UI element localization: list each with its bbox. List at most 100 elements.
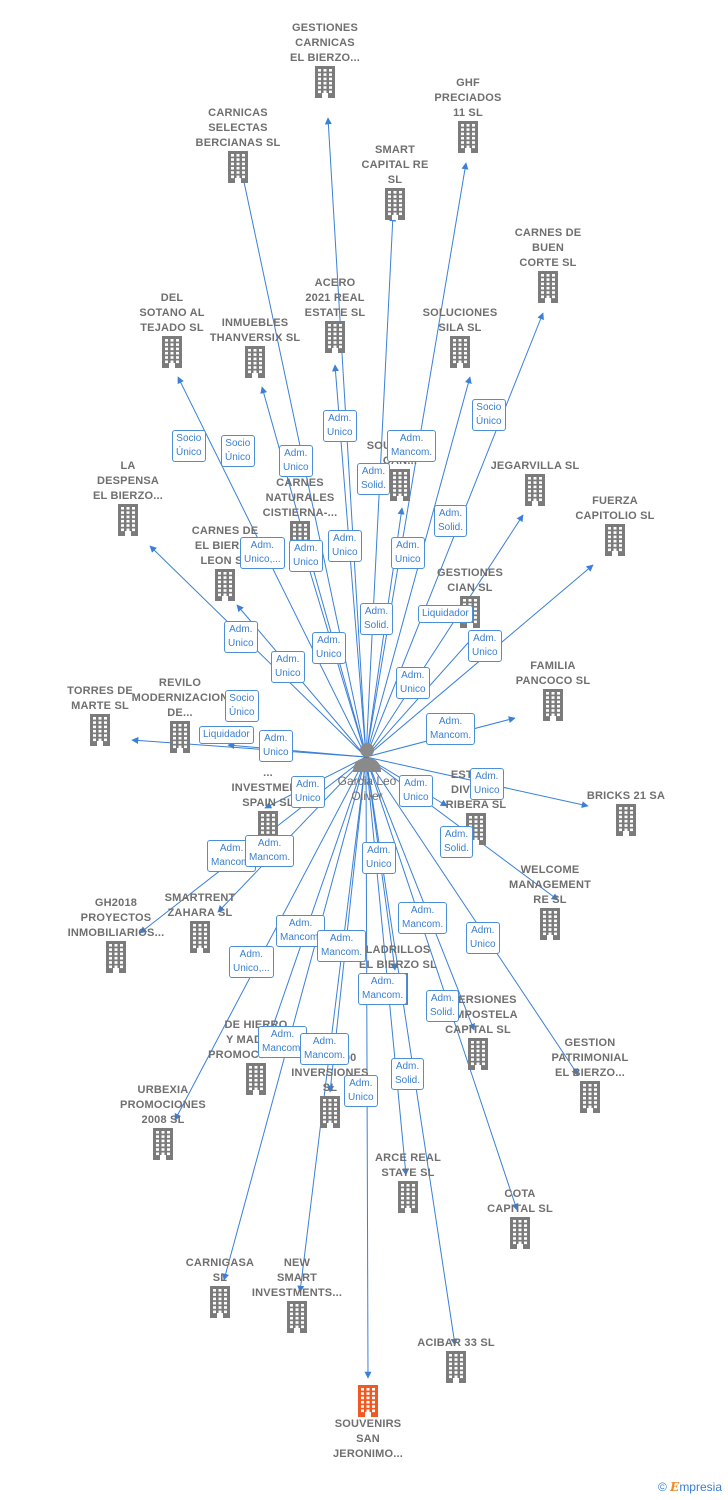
company-node-carnes-naturales[interactable]: CARNES NATURALES CISTIERNA-...	[245, 476, 355, 553]
company-node-acibar-33[interactable]: ACIBAR 33 SL	[401, 1336, 511, 1383]
role-badge[interactable]: Adm. Unico	[259, 730, 293, 762]
role-badge[interactable]: Socio Único	[225, 690, 259, 722]
company-label: CARNIGASA SL	[185, 1257, 255, 1284]
role-badge[interactable]: Adm. Unico	[399, 775, 433, 807]
company-label: FUERZA CAPITOLIO SL	[575, 495, 655, 522]
company-node-welcome-management[interactable]: WELCOME MANAGEMENT RE SL	[495, 863, 605, 940]
company-label: BRICKS 21 SA	[586, 790, 666, 802]
company-node-smart-capital[interactable]: SMART CAPITAL RE SL	[340, 143, 450, 220]
company-label: INMUEBLES THANVERSIX SL	[209, 317, 301, 344]
company-label: GHF PRECIADOS 11 SL	[434, 77, 502, 119]
brand-footer[interactable]: © Empresia	[658, 1480, 722, 1494]
building-icon	[398, 1181, 418, 1213]
role-badge[interactable]: Adm. Unico	[466, 922, 500, 954]
role-badge[interactable]: Adm. Unico	[312, 632, 346, 664]
role-badge[interactable]: Adm. Unico	[271, 651, 305, 683]
role-badge[interactable]: Adm. Mancom.	[258, 1026, 308, 1058]
company-label: LADRILLOS EL BIERZO SL	[359, 944, 437, 971]
role-badge[interactable]: Adm. Mancom.	[398, 902, 448, 934]
role-badge[interactable]: Adm. Solid.	[360, 603, 394, 635]
role-badge[interactable]: Adm. Solid.	[426, 990, 460, 1022]
role-badge[interactable]: Adm. Unico	[291, 776, 325, 808]
company-label: GESTIONES CARNICAS EL BIERZO...	[289, 22, 361, 64]
building-icon	[90, 714, 110, 746]
role-badge[interactable]: Adm. Unico	[468, 630, 502, 662]
company-node-cota-capital[interactable]: COTA CAPITAL SL	[465, 1187, 575, 1249]
edge-30	[174, 756, 367, 1121]
role-badge[interactable]: Socio Único	[472, 399, 506, 431]
role-badge[interactable]: Liquidador	[418, 605, 473, 623]
role-badge[interactable]: Adm. Mancom.	[245, 835, 295, 867]
company-node-carnicas-selectas[interactable]: CARNICAS SELECTAS BERCIANAS SL	[183, 106, 293, 183]
building-icon	[580, 1081, 600, 1113]
company-node-new-smart[interactable]: NEW SMART INVESTMENTS...	[242, 1256, 352, 1333]
company-node-soluciones-sila[interactable]: SOLUCIONES SILA SL	[405, 306, 515, 368]
role-badge[interactable]: Adm. Solid.	[440, 826, 474, 858]
building-icon	[468, 1038, 488, 1070]
role-badge[interactable]: Adm. Unico	[279, 445, 313, 477]
company-node-arce-real[interactable]: ARCE REAL STATE SL	[353, 1151, 463, 1213]
company-node-urbexia[interactable]: URBEXIA PROMOCIONES 2008 SL	[108, 1083, 218, 1160]
building-icon	[510, 1217, 530, 1249]
company-label: SOUVENIRS SAN JERONIMO...	[332, 1418, 404, 1460]
company-label: DEL SOTANO AL TEJADO SL	[139, 292, 205, 334]
company-node-gestion-patrimonial[interactable]: GESTION PATRIMONIAL EL BIERZO...	[535, 1036, 645, 1113]
edge-27	[260, 756, 367, 1059]
company-node-carnigasa[interactable]: CARNIGASA SL	[165, 1256, 275, 1318]
company-node-fuerza-capitolio[interactable]: FUERZA CAPITOLIO SL	[560, 494, 670, 556]
company-node-gh2018[interactable]: GH2018 PROYECTOS INMOBILIARIOS...	[61, 896, 171, 973]
company-node-revilo[interactable]: REVILO MODERNIZACION DE...	[125, 676, 235, 753]
role-badge[interactable]: Adm. Mancom.	[317, 930, 367, 962]
role-badge[interactable]: Socio Único	[221, 435, 255, 467]
role-badge[interactable]: Adm. Unico,...	[240, 537, 285, 569]
role-badge[interactable]: Liquidador	[199, 726, 254, 744]
company-node-inmuebles-thanversix[interactable]: INMUEBLES THANVERSIX SL	[200, 316, 310, 378]
role-badge[interactable]: Adm. Mancom.	[300, 1033, 350, 1065]
role-badge[interactable]: Adm. Mancom.	[276, 915, 326, 947]
role-badge[interactable]: Socio Único	[172, 430, 206, 462]
role-badge[interactable]: Adm. Mancom.	[387, 430, 437, 462]
copyright-symbol: ©	[657, 1480, 667, 1494]
edge-10	[365, 514, 524, 758]
company-node-jegarvilla[interactable]: JEGARVILLA SL	[480, 459, 590, 506]
edge-32	[365, 756, 519, 1211]
company-node-torres-marte[interactable]: TORRES DE MARTE SL	[45, 684, 155, 746]
role-badge[interactable]: Adm. Solid.	[357, 463, 391, 495]
role-badge[interactable]: Adm. Unico	[344, 1075, 378, 1107]
company-node-smartrent-zahara[interactable]: SMARTRENT ZAHARA SL	[145, 891, 255, 953]
building-icon	[390, 469, 410, 501]
company-label: NEW SMART INVESTMENTS...	[251, 1257, 343, 1299]
role-badge[interactable]: Adm. Unico	[396, 667, 430, 699]
company-node-familia-pancoco[interactable]: FAMILIA PANCOCO SL	[498, 659, 608, 721]
company-node-carnes-buen-corte[interactable]: CARNES DE BUEN CORTE SL	[493, 226, 603, 303]
company-label: URBEXIA PROMOCIONES 2008 SL	[120, 1084, 206, 1126]
role-badge[interactable]: Adm. Unico	[224, 621, 258, 653]
company-node-la-despensa[interactable]: LA DESPENSA EL BIERZO...	[73, 459, 183, 536]
role-badge[interactable]: Adm. Mancom.	[426, 713, 476, 745]
edge-33	[222, 756, 367, 1281]
building-icon	[153, 1128, 173, 1160]
role-badge[interactable]: Adm. Unico	[328, 530, 362, 562]
company-node-bricks-21[interactable]: BRICKS 21 SA	[571, 789, 681, 836]
company-node-ghf-preciados[interactable]: GHF PRECIADOS 11 SL	[413, 76, 523, 153]
role-badge[interactable]: Adm. Solid.	[434, 505, 468, 537]
company-node-gestiones-carnicas[interactable]: GESTIONES CARNICAS EL BIERZO...	[270, 21, 380, 98]
edge-11	[149, 545, 367, 758]
role-badge[interactable]: Adm. Unico	[391, 537, 425, 569]
role-badge[interactable]: Adm. Unico	[362, 842, 396, 874]
role-badge[interactable]: Adm. Unico,...	[229, 946, 274, 978]
person-node[interactable]: Garcia Leo Oliver	[322, 740, 412, 804]
company-label: SOLUCIONES SILA SL	[422, 307, 498, 334]
role-badge[interactable]: Adm. Solid.	[391, 1058, 425, 1090]
role-badge[interactable]: Adm. Unico	[289, 540, 323, 572]
role-badge[interactable]: Adm. Unico	[323, 410, 357, 442]
brand-name: mpresia	[679, 1480, 722, 1494]
company-node-de-hierro-madera[interactable]: DE HIERRO Y MADERA PROMOCIONES...	[201, 1018, 311, 1095]
role-badge[interactable]: Adm. Mancom.	[358, 973, 408, 1005]
company-node-del-sotano[interactable]: DEL SOTANO AL TEJADO SL	[117, 291, 227, 368]
company-label: LA DESPENSA EL BIERZO...	[92, 460, 164, 502]
company-node-acero-2021[interactable]: ACERO 2021 REAL ESTATE SL	[280, 276, 390, 353]
role-badge[interactable]: Adm. Unico	[470, 768, 504, 800]
company-node-souvenirs-san-jeronimo[interactable]: SOUVENIRS SAN JERONIMO...	[313, 1385, 423, 1462]
